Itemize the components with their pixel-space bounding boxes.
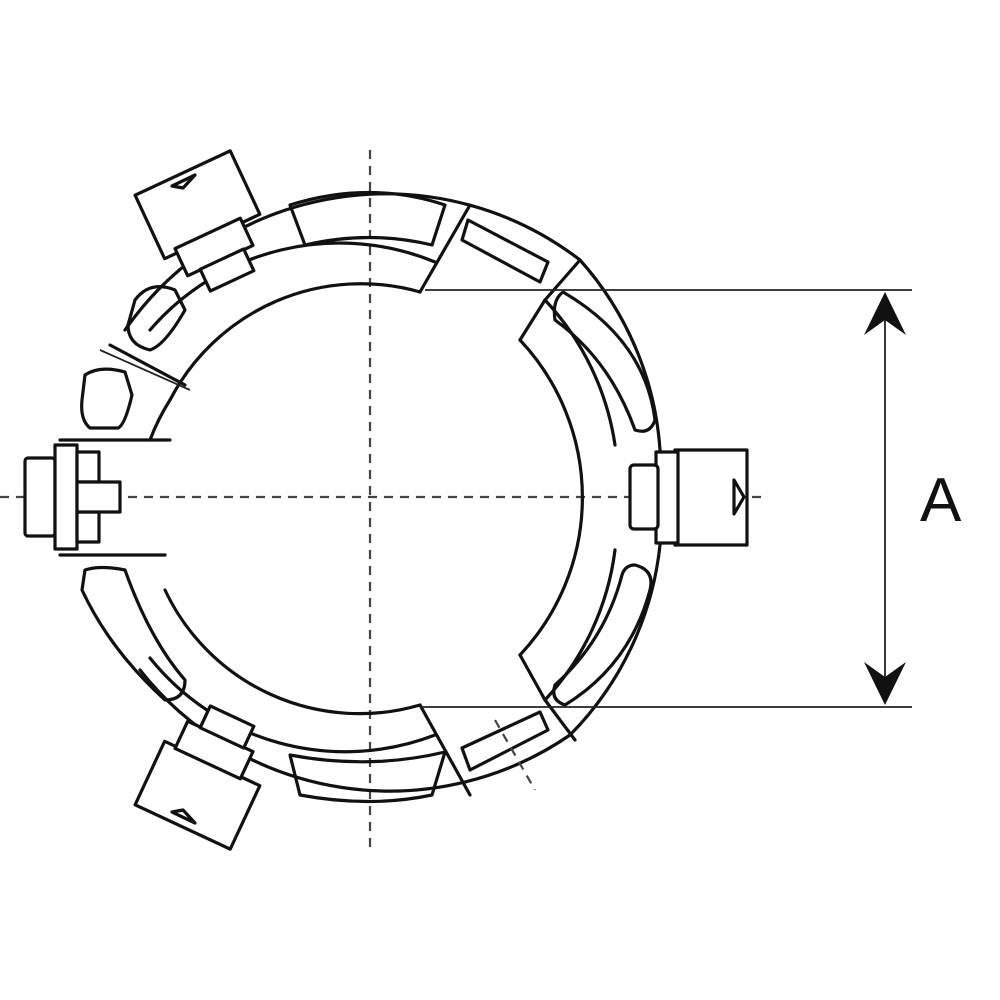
segment-split-top [418, 203, 472, 294]
right-jaw-top-cut [518, 298, 547, 342]
latch-right [628, 448, 749, 547]
ring-channel-lower [148, 656, 437, 754]
window-right-bottom [552, 563, 653, 707]
right-jaw-inner [518, 338, 584, 657]
window-lower-left [80, 565, 187, 702]
latch-bottom-left [133, 704, 262, 851]
arrow-mark-icon [170, 808, 197, 825]
ring-body [58, 192, 662, 797]
arrow-down-icon [864, 662, 906, 705]
inner-bore-mid-left [148, 398, 172, 442]
latch-top-left [133, 149, 262, 293]
segment-split-bottom [418, 703, 472, 797]
window-top-left [126, 285, 187, 352]
window-right-top [552, 290, 657, 433]
segment-split-left-upper [108, 343, 187, 387]
latch-left-lower-ear [75, 510, 101, 544]
segment-split-bottom-right [543, 698, 577, 742]
latch-right-body [673, 448, 749, 547]
ring-windows [80, 190, 657, 804]
right-jaw-bottom-cut [518, 653, 547, 702]
latch-right-tab [628, 463, 660, 531]
latch-left-cap [23, 456, 57, 538]
inner-bore-left-lower [163, 588, 422, 716]
dimension-label-a: A [920, 466, 962, 535]
latch-left-upper-ear [75, 450, 101, 484]
arrow-mark-icon [732, 478, 746, 516]
right-jaw-outer-lower [543, 548, 617, 702]
right-jaw-outer [543, 298, 617, 447]
latch-left-pin [75, 480, 122, 514]
window-left [80, 367, 134, 430]
latch-left [23, 443, 122, 551]
inner-bore-left [168, 282, 422, 402]
outer-ring-edge [123, 192, 662, 793]
latch-left-collar [53, 443, 79, 551]
center-lines [0, 150, 765, 850]
arrow-mark-icon [170, 173, 197, 190]
window-top [288, 190, 447, 247]
hinge-gap [99, 349, 191, 391]
dimension-a [420, 289, 912, 708]
segment-split-top-right [543, 258, 582, 302]
arrow-up-icon [864, 292, 906, 335]
slot-axis-line [494, 719, 536, 791]
slot-bottom-right [460, 710, 550, 772]
window-bottom [288, 750, 447, 804]
slot-top-right [460, 218, 550, 284]
